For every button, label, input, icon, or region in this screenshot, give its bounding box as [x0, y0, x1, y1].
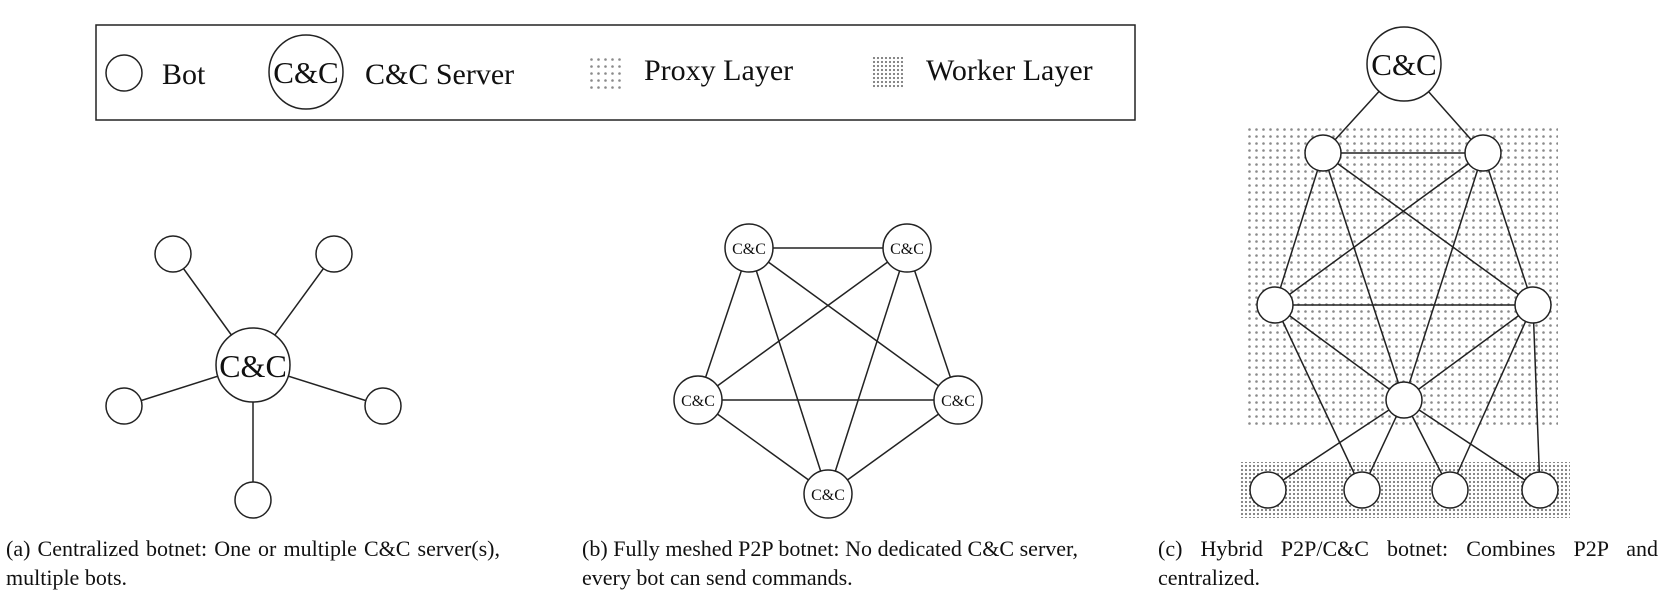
edge	[748, 247, 829, 495]
cc-node	[882, 223, 932, 273]
cc-node	[803, 469, 853, 519]
edge	[697, 247, 908, 401]
edge	[906, 247, 959, 401]
worker-bot-node	[1431, 471, 1469, 509]
cc-node-label: C&C	[890, 241, 924, 258]
edge	[1403, 304, 1534, 401]
bot-node	[105, 387, 143, 425]
edge	[1274, 304, 1405, 401]
legend-bot-icon	[105, 54, 143, 92]
legend-proxy-swatch	[590, 57, 622, 89]
legend-cc-server-icon	[268, 34, 344, 110]
edge	[1403, 399, 1541, 491]
worker-bot-node	[1343, 471, 1381, 509]
cc-node-label: C&C	[681, 393, 715, 410]
legend-worker-label: Worker Layer	[926, 54, 1093, 87]
legend: Bot C&C C&C Server Proxy Layer Worker La…	[95, 24, 1136, 121]
worker-bot-node	[1249, 471, 1287, 509]
worker-layer-region	[1240, 462, 1570, 518]
edge	[1267, 399, 1405, 491]
cc-server-label: C&C	[1371, 47, 1436, 82]
legend-cc-server-label: C&C Server	[365, 58, 514, 91]
edge	[1532, 304, 1541, 491]
edge	[827, 399, 959, 495]
legend-cc-glyph: C&C	[273, 55, 338, 90]
worker-bot-node	[1521, 471, 1559, 509]
cc-node-label: C&C	[732, 241, 766, 258]
proxy-layer-region	[1247, 124, 1558, 428]
proxy-bot-node	[1304, 134, 1342, 172]
edge	[697, 399, 829, 495]
cc-server-node	[1366, 26, 1442, 102]
proxy-bot-node	[1464, 134, 1502, 172]
bot-node	[315, 235, 353, 273]
edge	[1482, 152, 1534, 306]
cc-server-label: C&C	[219, 348, 287, 384]
bot-node	[234, 481, 272, 519]
proxy-bot-node	[1385, 381, 1423, 419]
cc-node-label: C&C	[811, 487, 845, 504]
edge	[1322, 152, 1534, 306]
bot-node	[154, 235, 192, 273]
edge	[1403, 152, 1484, 401]
proxy-bot-node	[1514, 286, 1552, 324]
legend-proxy-label: Proxy Layer	[644, 54, 793, 87]
cc-node	[673, 375, 723, 425]
caption-centralized: (a) Centralized botnet: One or multiple …	[6, 536, 500, 590]
legend-worker-swatch	[871, 57, 903, 89]
proxy-bot-node	[1256, 286, 1294, 324]
hybrid-botnet-diagram: C&C	[1240, 26, 1570, 518]
cc-server-node	[215, 327, 291, 403]
cc-node	[724, 223, 774, 273]
edge	[1322, 152, 1405, 401]
cc-node-label: C&C	[941, 393, 975, 410]
centralized-botnet-diagram: C&C	[105, 235, 402, 519]
caption-hybrid: (c) Hybrid P2P/C&C botnet: Combines P2P …	[1158, 536, 1658, 590]
caption-mesh: (b) Fully meshed P2P botnet: No dedicate…	[582, 536, 1078, 590]
edge	[697, 247, 750, 401]
edge	[1449, 304, 1534, 491]
edge	[748, 247, 959, 401]
legend-bot-label: Bot	[162, 58, 206, 91]
edge	[1274, 152, 1484, 306]
cc-node	[933, 375, 983, 425]
edge	[1274, 152, 1324, 306]
edge	[1274, 304, 1363, 491]
edge	[827, 247, 908, 495]
legend-box	[95, 24, 1136, 121]
mesh-botnet-diagram: C&C C&C C&C C&C C&C	[673, 223, 983, 519]
bot-node	[364, 387, 402, 425]
